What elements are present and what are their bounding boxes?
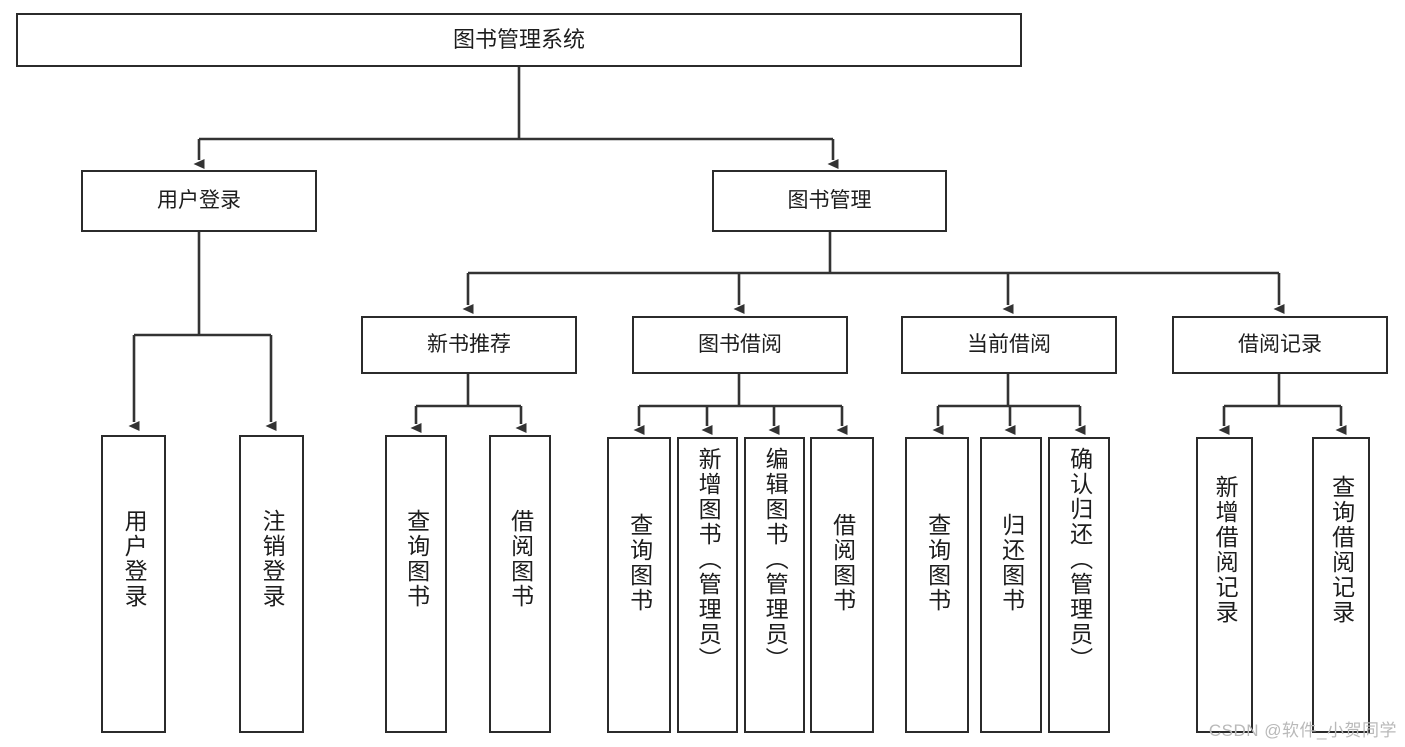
node-label: 归还图书 bbox=[998, 513, 1025, 613]
node-label: 新增图书（管理员） bbox=[695, 447, 722, 672]
node-book-borrow[interactable]: 图书借阅 bbox=[632, 316, 848, 374]
node-leaf-logout[interactable]: 注销登录 bbox=[239, 435, 304, 733]
node-leaf-query-borrow-record[interactable]: 查询借阅记录 bbox=[1312, 437, 1370, 733]
node-leaf-borrow-book-recommend[interactable]: 借阅图书 bbox=[489, 435, 551, 733]
csdn-watermark: CSDN @软件_小贺同学 bbox=[1208, 721, 1397, 740]
node-label: 用户登录 bbox=[121, 509, 148, 609]
node-book-management[interactable]: 图书管理 bbox=[712, 170, 947, 232]
node-leaf-confirm-return-admin[interactable]: 确认归还（管理员） bbox=[1048, 437, 1110, 733]
node-leaf-user-login[interactable]: 用户登录 bbox=[101, 435, 166, 733]
node-label: 查询借阅记录 bbox=[1328, 475, 1355, 625]
node-label: 当前借阅 bbox=[967, 332, 1051, 356]
node-label: 查询图书 bbox=[924, 513, 951, 613]
node-leaf-query-book-current[interactable]: 查询图书 bbox=[905, 437, 969, 733]
node-label: 图书管理 bbox=[787, 188, 872, 212]
node-leaf-add-book-admin[interactable]: 新增图书（管理员） bbox=[677, 437, 738, 733]
node-leaf-query-book-recommend[interactable]: 查询图书 bbox=[385, 435, 447, 733]
node-user-login[interactable]: 用户登录 bbox=[81, 170, 317, 232]
node-label: 借阅记录 bbox=[1238, 332, 1322, 356]
node-leaf-return-book[interactable]: 归还图书 bbox=[980, 437, 1042, 733]
node-root-book-management-system[interactable]: 图书管理系统 bbox=[16, 13, 1022, 67]
node-label: 查询图书 bbox=[626, 513, 653, 613]
node-label: 确认归还（管理员） bbox=[1066, 447, 1093, 672]
node-label: 注销登录 bbox=[259, 509, 286, 609]
node-label: 图书借阅 bbox=[698, 332, 782, 356]
node-label: 编辑图书（管理员） bbox=[762, 447, 789, 672]
node-borrow-record[interactable]: 借阅记录 bbox=[1172, 316, 1388, 374]
node-label: 借阅图书 bbox=[507, 509, 534, 609]
node-current-borrow[interactable]: 当前借阅 bbox=[901, 316, 1117, 374]
node-leaf-edit-book-admin[interactable]: 编辑图书（管理员） bbox=[744, 437, 805, 733]
node-leaf-query-book-borrow[interactable]: 查询图书 bbox=[607, 437, 671, 733]
node-label: 借阅图书 bbox=[829, 513, 856, 613]
node-leaf-add-borrow-record[interactable]: 新增借阅记录 bbox=[1196, 437, 1253, 733]
node-label: 新书推荐 bbox=[427, 332, 511, 356]
node-label: 查询图书 bbox=[403, 509, 430, 609]
node-label: 用户登录 bbox=[157, 188, 241, 212]
node-new-book-recommend[interactable]: 新书推荐 bbox=[361, 316, 577, 374]
node-leaf-borrow-book[interactable]: 借阅图书 bbox=[810, 437, 874, 733]
node-label: 新增借阅记录 bbox=[1212, 475, 1239, 625]
node-label: 图书管理系统 bbox=[452, 27, 585, 53]
